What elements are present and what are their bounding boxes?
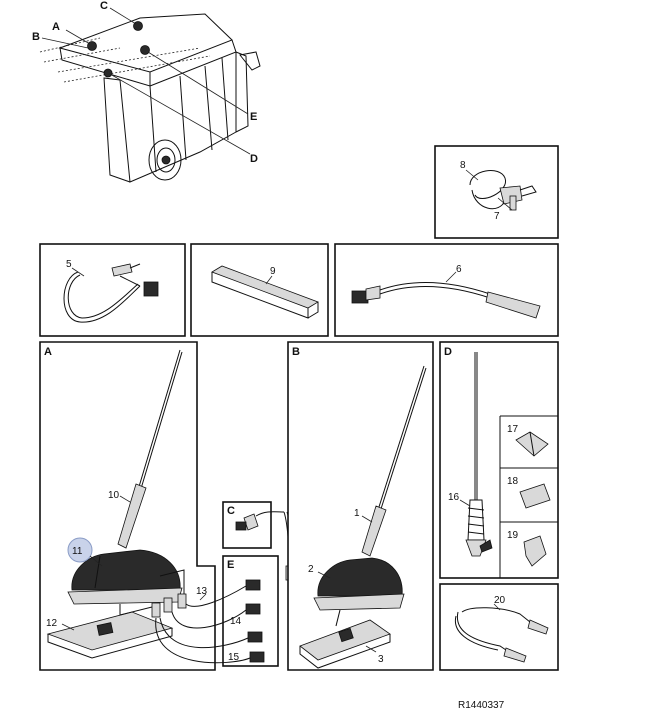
bus-callout-e: E	[250, 111, 257, 123]
panel-label-b: B	[292, 346, 300, 358]
panel-b: B 1 2 3	[287, 341, 434, 671]
cable-20-panel: 20	[439, 583, 559, 671]
bus-overview: A B C D E	[32, 0, 261, 183]
part-label-15: 15	[228, 652, 240, 663]
panel-a: A 10 11 12	[39, 341, 216, 671]
bus-callout-b: B	[32, 31, 40, 43]
part-label-5: 5	[66, 259, 72, 270]
part-label-16: 16	[448, 492, 460, 503]
part-label-18: 18	[507, 476, 519, 487]
bus-callout-a: A	[52, 21, 60, 33]
panel-label-a: A	[44, 346, 52, 358]
cable-6-panel: 6	[334, 243, 559, 337]
part-label-11: 11	[72, 546, 83, 557]
cable-5-panel: 5	[39, 243, 186, 337]
part-label-6: 6	[456, 264, 462, 275]
part-label-10: 10	[108, 490, 120, 501]
part-label-20: 20	[494, 595, 506, 606]
part-label-3: 3	[378, 654, 384, 665]
reference-code: R1440337	[458, 700, 505, 711]
clamp-panel: 8 7	[434, 145, 559, 239]
panel-label-e: E	[227, 559, 234, 571]
bus-callout-d: D	[250, 153, 258, 165]
part-11-highlight	[67, 537, 93, 563]
panel-d: D 16 17 18 19	[439, 341, 559, 579]
part-label-2: 2	[308, 564, 314, 575]
part-label-12: 12	[46, 618, 58, 629]
part-label-19: 19	[507, 530, 519, 541]
part-label-1: 1	[354, 508, 360, 519]
part-label-13: 13	[196, 586, 208, 597]
part-label-9: 9	[270, 266, 276, 277]
bus-callout-c: C	[100, 0, 108, 12]
panel-label-c: C	[227, 505, 235, 517]
part-label-8: 8	[460, 160, 466, 171]
part-label-17: 17	[507, 424, 519, 435]
panel-e: E 13 14 15	[155, 555, 279, 667]
panel-label-d: D	[444, 346, 452, 358]
part-label-14: 14	[230, 616, 242, 627]
strip-9-panel: 9	[190, 243, 329, 337]
part-label-7: 7	[494, 211, 500, 222]
panel-c: C	[222, 501, 285, 549]
